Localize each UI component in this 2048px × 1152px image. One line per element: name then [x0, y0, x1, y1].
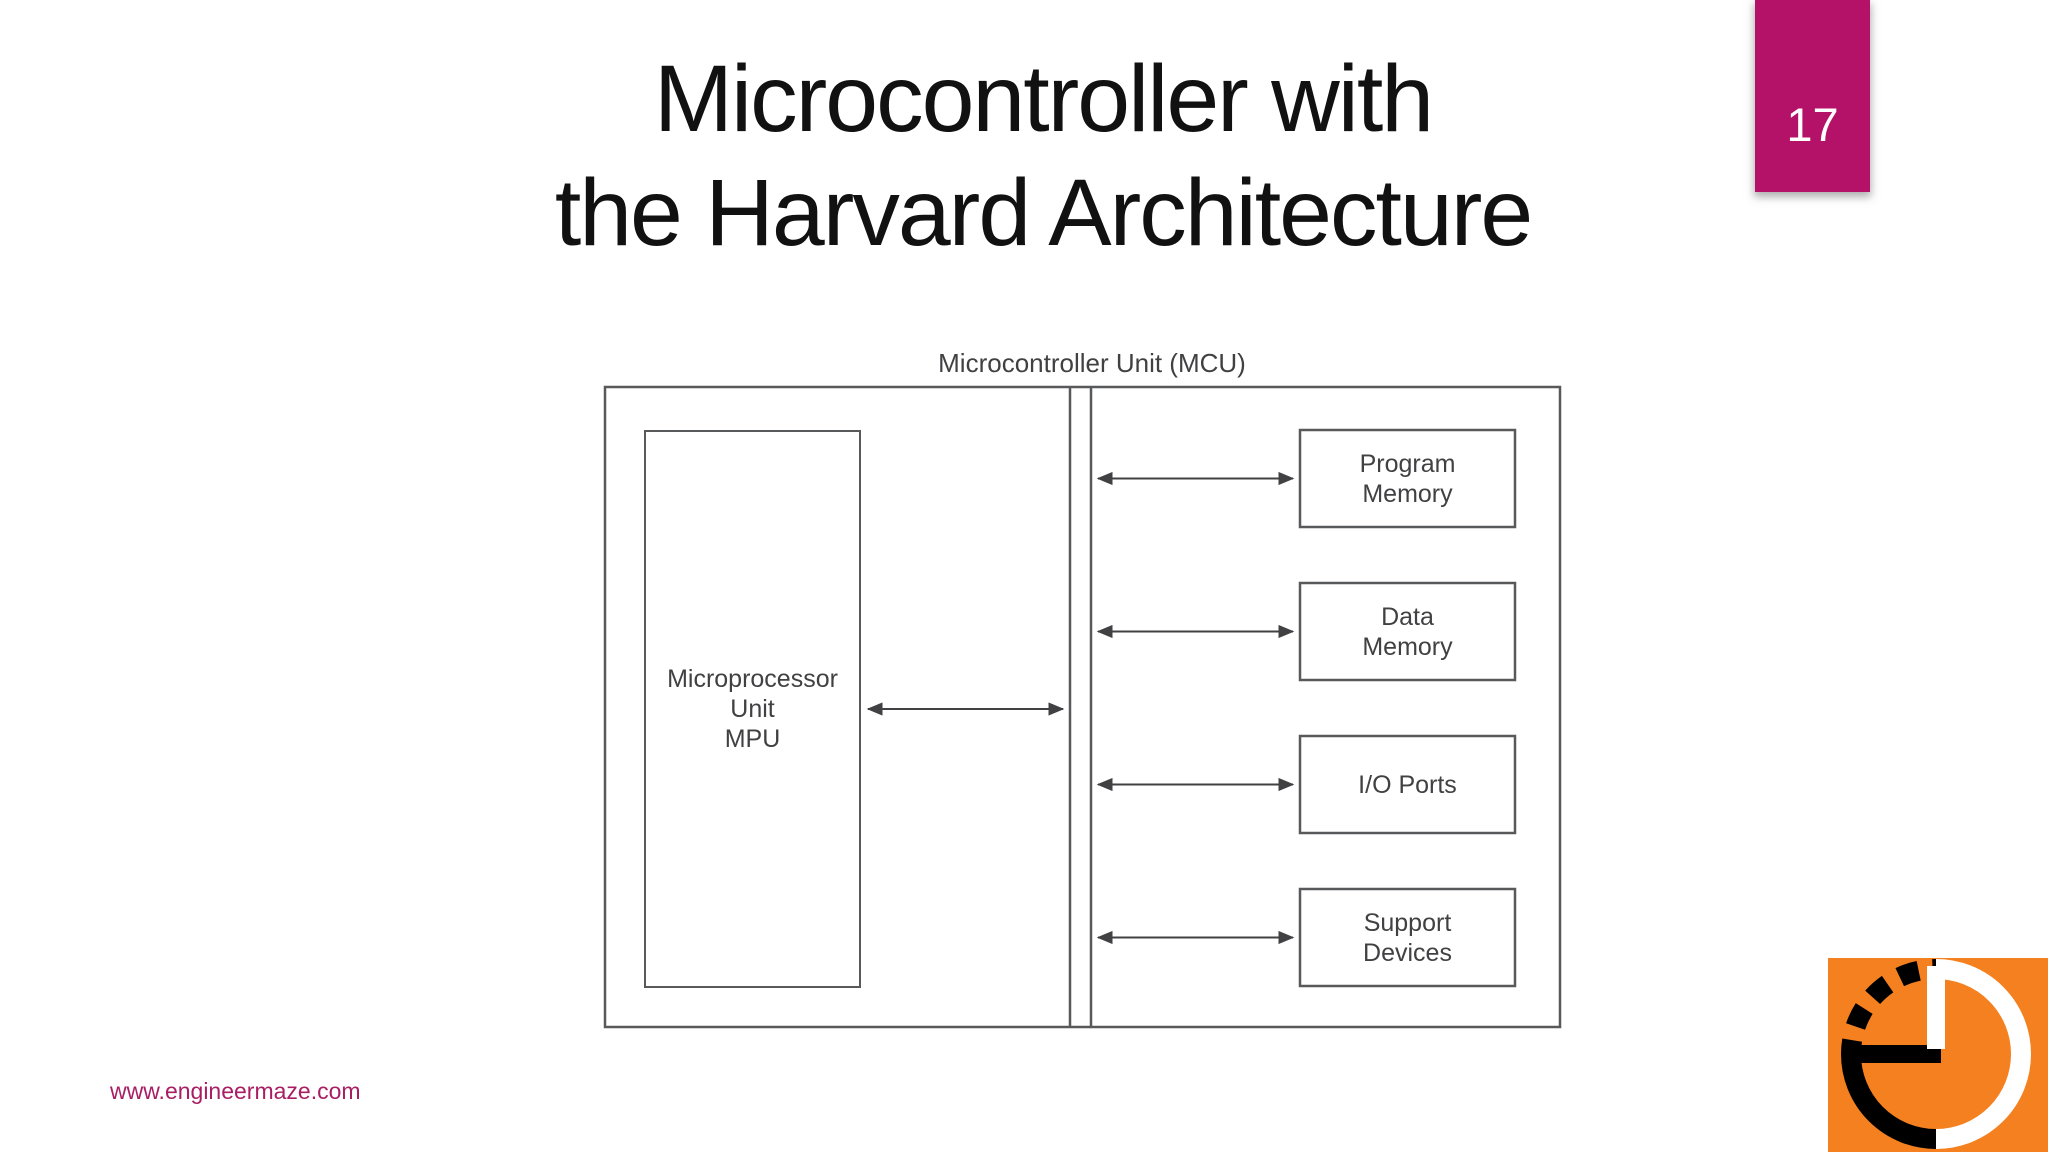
clock-pie-icon: [1841, 959, 2031, 1149]
mcu-outer-box: [603, 385, 1562, 1029]
engineermaze-logo: [1828, 958, 2048, 1152]
support-devices-label: Support Devices: [1363, 908, 1452, 967]
mpu-label: Microprocessor Unit MPU: [667, 665, 838, 753]
page-number: 17: [1786, 98, 1839, 151]
io-ports-box: [1298, 734, 1517, 835]
diagram-caption: Microcontroller Unit (MCU): [938, 348, 1246, 378]
program-memory-box: [1298, 428, 1517, 529]
title-line-2: the Harvard Architecture: [554, 160, 1533, 266]
title-line-1: Microcontroller with: [653, 46, 1434, 152]
io-ports-label: I/O Ports: [1358, 770, 1457, 799]
mpu-box: [644, 430, 861, 988]
page-number-tab: 17: [1755, 0, 1870, 192]
program-memory-label: Program Memory: [1359, 449, 1456, 508]
support-devices-box: [1298, 887, 1517, 988]
data-memory-box: [1298, 581, 1517, 682]
data-memory-label: Data Memory: [1362, 602, 1453, 661]
footer-url: www.engineermaze.com: [110, 1078, 361, 1104]
